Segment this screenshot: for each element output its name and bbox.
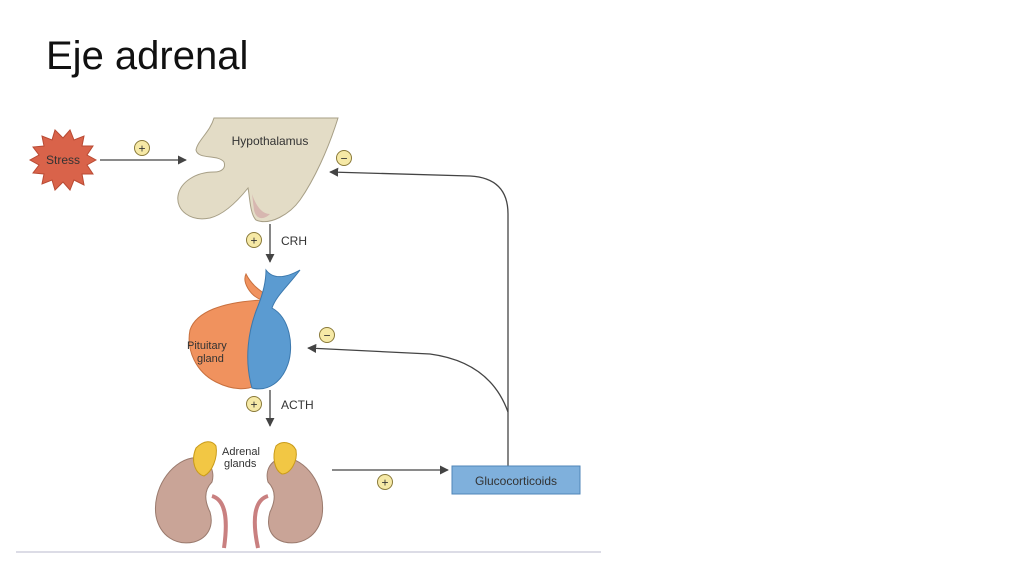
minus-sign-pituitary: −	[319, 327, 335, 343]
left-kidney	[154, 457, 214, 544]
adrenal-label-line1: Adrenal	[222, 446, 260, 458]
stress-node: Stress	[28, 129, 98, 191]
right-adrenal	[273, 442, 297, 475]
svg-text:+: +	[381, 476, 388, 490]
crh-label: CRH	[281, 234, 307, 248]
left-ureter	[211, 494, 228, 549]
acth-label: ACTH	[281, 398, 314, 412]
plus-sign-acth: +	[246, 396, 262, 412]
plus-sign-stress: +	[134, 140, 150, 156]
hypothalamus-stalk-shading	[252, 194, 270, 219]
pituitary-label-line1: Pituitary	[187, 340, 227, 352]
hypothalamus-label: Hypothalamus	[232, 134, 309, 148]
feedback-to-hypothalamus-arrow	[329, 167, 509, 466]
svg-text:−: −	[323, 329, 330, 343]
svg-text:−: −	[340, 152, 347, 166]
svg-text:+: +	[250, 398, 257, 412]
hypothalamus: Hypothalamus	[177, 117, 339, 222]
svg-text:+: +	[250, 234, 257, 248]
right-ureter	[252, 494, 269, 549]
pituitary-label-line2: gland	[197, 353, 224, 365]
pituitary-posterior-lobe	[247, 268, 301, 390]
minus-sign-hypothalamus: −	[336, 150, 352, 166]
adrenal-label-line2: glands	[224, 458, 257, 470]
glucocorticoids-label: Glucocorticoids	[475, 474, 557, 488]
right-kidney	[266, 457, 324, 544]
adrenal-glands: Adrenal glands	[154, 441, 324, 549]
plus-sign-glucocorticoids: +	[377, 474, 393, 490]
pituitary-gland: Pituitary gland	[187, 268, 301, 390]
glucocorticoids-box: Glucocorticoids	[451, 465, 581, 495]
stress-starburst-icon	[28, 129, 98, 191]
plus-sign-crh: +	[246, 232, 262, 248]
stress-label: Stress	[46, 153, 80, 167]
slide-title: Eje adrenal	[46, 34, 249, 78]
svg-text:+: +	[138, 142, 145, 156]
feedback-to-pituitary-arrow	[307, 343, 509, 413]
hypothalamus-shape	[177, 117, 339, 222]
left-adrenal	[193, 441, 217, 477]
